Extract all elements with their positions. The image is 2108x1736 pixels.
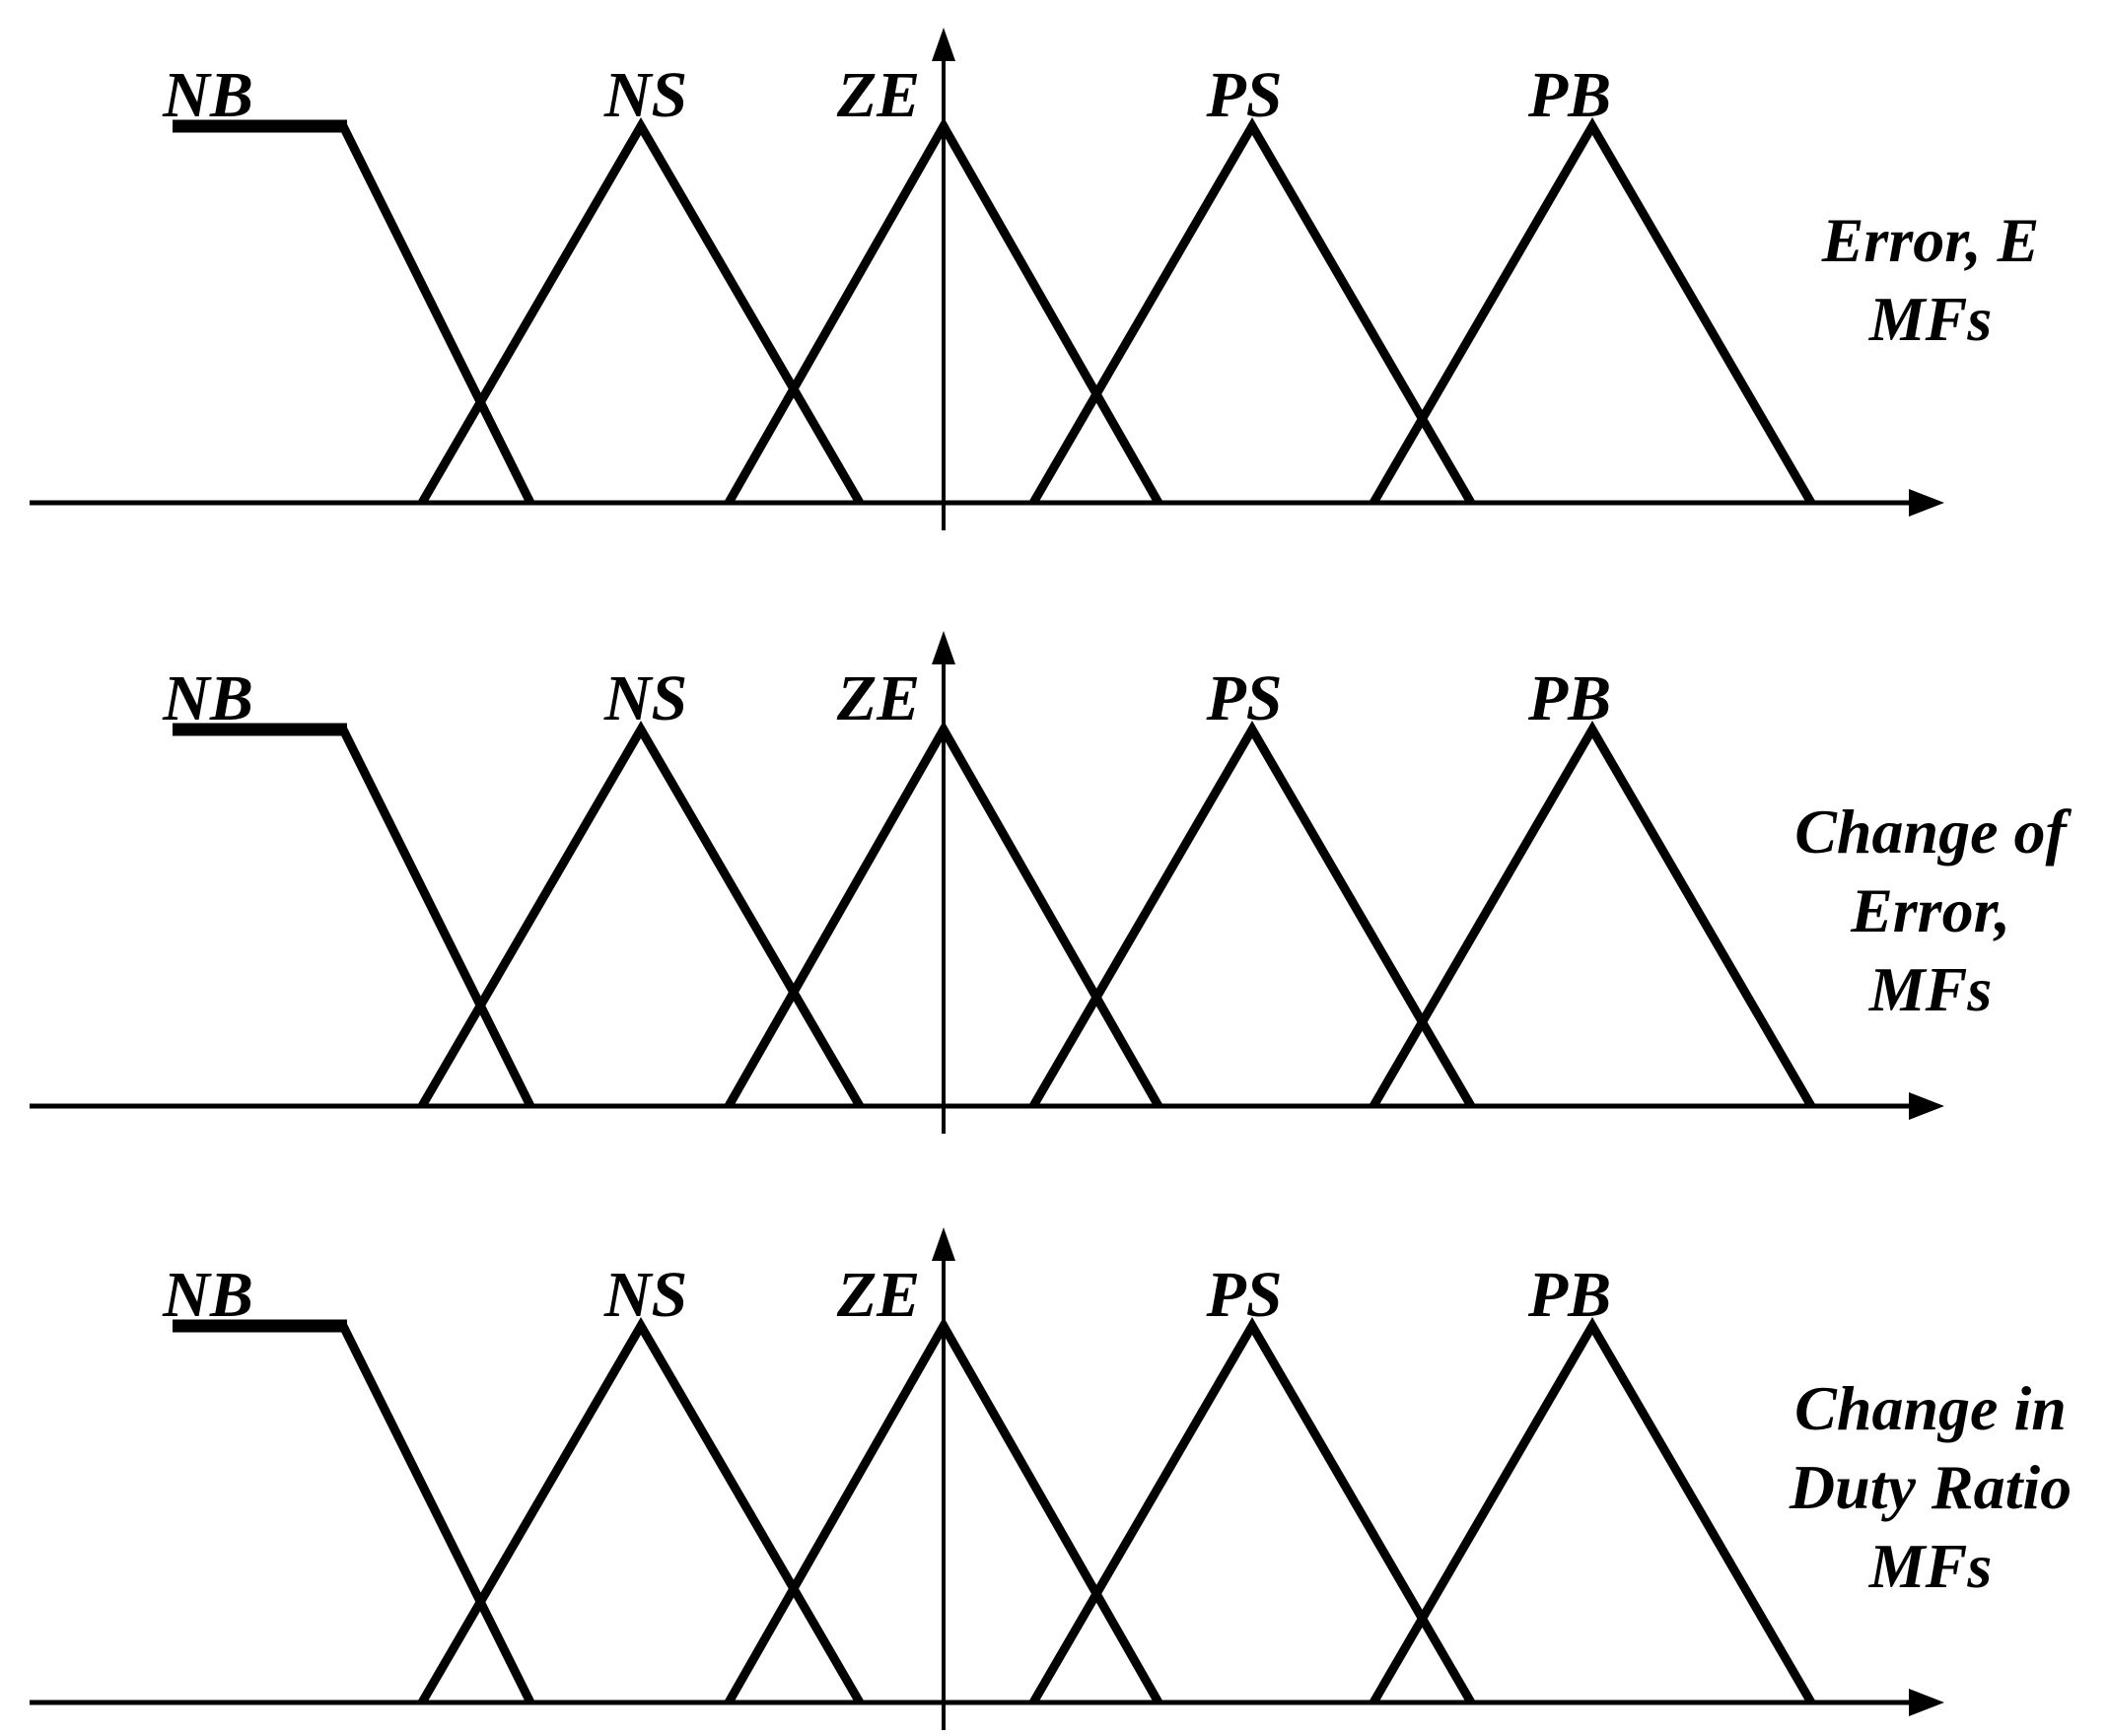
mf-label-ze: ZE bbox=[836, 662, 920, 734]
y-axis-arrowhead bbox=[932, 28, 955, 61]
x-axis-arrowhead bbox=[1909, 1092, 1944, 1120]
mf-curve-pb bbox=[1370, 1317, 1815, 1705]
mf-label-ps: PS bbox=[1205, 1259, 1282, 1331]
mf-curve-ps bbox=[1029, 721, 1475, 1109]
mf-curve-ze bbox=[725, 116, 1162, 506]
panel-caption-line: Error, bbox=[1850, 875, 2010, 945]
mf-label-pb: PB bbox=[1527, 59, 1611, 131]
mf-label-pb: PB bbox=[1527, 662, 1611, 734]
panel-caption-line: MFs bbox=[1868, 1531, 1993, 1601]
x-axis-arrowhead bbox=[1909, 1689, 1944, 1716]
mf-curve-pb bbox=[1370, 117, 1815, 506]
panel-caption-line: MFs bbox=[1868, 954, 1993, 1024]
mf-curve-ns bbox=[418, 117, 864, 506]
mf-label-ze: ZE bbox=[836, 1259, 920, 1331]
panel-caption-line: MFs bbox=[1868, 284, 1993, 354]
panel-error: NB NS ZE PS PB Error, E MFs bbox=[30, 28, 2039, 530]
mf-label-ns: NS bbox=[603, 662, 687, 734]
mf-curve-nb bbox=[173, 1321, 535, 1705]
mf-label-ns: NS bbox=[603, 59, 687, 131]
mf-label-ns: NS bbox=[603, 1259, 687, 1331]
x-axis-arrowhead bbox=[1909, 489, 1944, 517]
mf-label-pb: PB bbox=[1527, 1259, 1611, 1331]
mf-label-nb: NB bbox=[162, 1259, 253, 1331]
mf-label-nb: NB bbox=[162, 662, 253, 734]
mf-label-ps: PS bbox=[1205, 662, 1282, 734]
panel-caption-line: Duty Ratio bbox=[1789, 1452, 2072, 1522]
panel-caption-line: Change of bbox=[1794, 797, 2072, 867]
mf-label-nb: NB bbox=[162, 59, 253, 131]
panel-change-of-error: NB NS ZE PS PB Change of Error, MFs bbox=[30, 631, 2072, 1134]
mf-curve-ps bbox=[1029, 117, 1475, 506]
panel-caption-line: Change in bbox=[1794, 1373, 2067, 1443]
mf-curve-ns bbox=[418, 1317, 864, 1705]
mf-curve-ps bbox=[1029, 1317, 1475, 1705]
mf-curve-ze bbox=[725, 1316, 1162, 1705]
y-axis-arrowhead bbox=[932, 1227, 955, 1261]
mf-curve-ze bbox=[725, 720, 1162, 1109]
mf-curve-nb bbox=[173, 725, 535, 1109]
mf-curve-nb bbox=[173, 121, 535, 506]
mf-label-ze: ZE bbox=[836, 59, 920, 131]
mf-curve-ns bbox=[418, 721, 864, 1109]
panel-caption-line: Error, E bbox=[1821, 205, 2040, 275]
mf-curve-pb bbox=[1370, 721, 1815, 1109]
y-axis-arrowhead bbox=[932, 631, 955, 664]
mf-label-ps: PS bbox=[1205, 59, 1282, 131]
